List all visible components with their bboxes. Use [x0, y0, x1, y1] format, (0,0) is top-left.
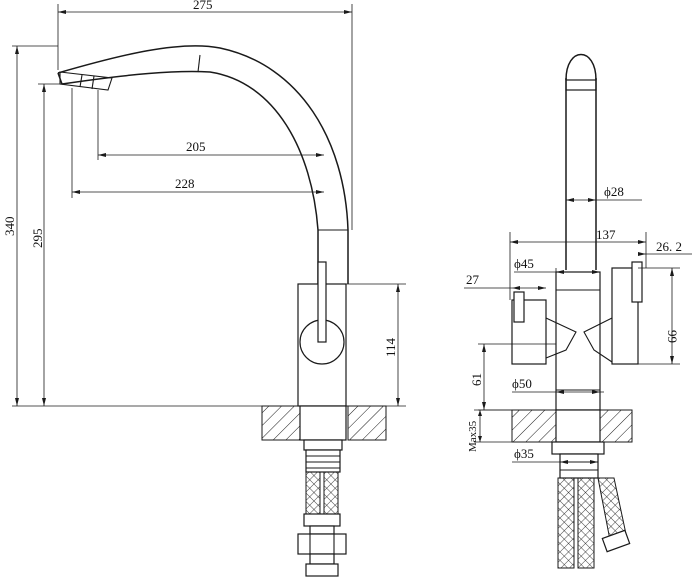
side-spray-head	[59, 71, 113, 91]
dim-295-label: 295	[30, 229, 45, 249]
dim-137-label: 137	[596, 227, 616, 242]
side-hose-left	[305, 471, 321, 515]
dim-99-label: 99	[665, 330, 680, 343]
front-countertop-right	[599, 409, 633, 443]
side-base-nut	[303, 439, 343, 451]
dim-max35-label: Max35	[467, 420, 479, 452]
side-spout-outer	[57, 45, 349, 284]
side-fitting-nut	[297, 533, 347, 555]
dim-205-label: 205	[186, 139, 206, 154]
front-spout-top	[565, 53, 597, 81]
front-shank	[559, 453, 599, 479]
dim-27-label: 27	[466, 272, 480, 287]
side-countertop-right	[347, 405, 387, 441]
side-lever-stem	[317, 261, 327, 343]
front-body	[555, 271, 601, 411]
front-hose-center	[577, 477, 595, 569]
dim-228-label: 228	[175, 176, 195, 191]
front-countertop-left	[511, 409, 557, 443]
dim-28-label: ϕ28	[604, 184, 624, 199]
side-hose-right	[323, 471, 339, 515]
front-left-lever	[513, 291, 525, 323]
front-base-nut	[551, 441, 605, 455]
dim-50-label: ϕ50	[512, 376, 532, 391]
dim-340-label: 340	[2, 217, 17, 237]
front-hose-left	[557, 477, 575, 569]
front-right-lever	[631, 261, 643, 303]
dim-26-2-label: 26. 2	[656, 239, 682, 254]
dim-275-label: 275	[193, 0, 213, 12]
dim-61-label: 61	[469, 373, 484, 386]
front-view: ϕ28 137 26. 2 ϕ45 27 99	[464, 53, 692, 569]
dim-45-label: ϕ45	[514, 256, 534, 271]
side-countertop-left	[261, 405, 301, 441]
dim-35-label: ϕ35	[514, 446, 534, 461]
side-spout-inner	[61, 70, 319, 284]
dim-114-label: 114	[383, 337, 398, 357]
front-hose-right	[597, 477, 627, 541]
side-view: 275 340 295 205 228 114	[2, 0, 406, 577]
side-shank	[305, 449, 341, 473]
